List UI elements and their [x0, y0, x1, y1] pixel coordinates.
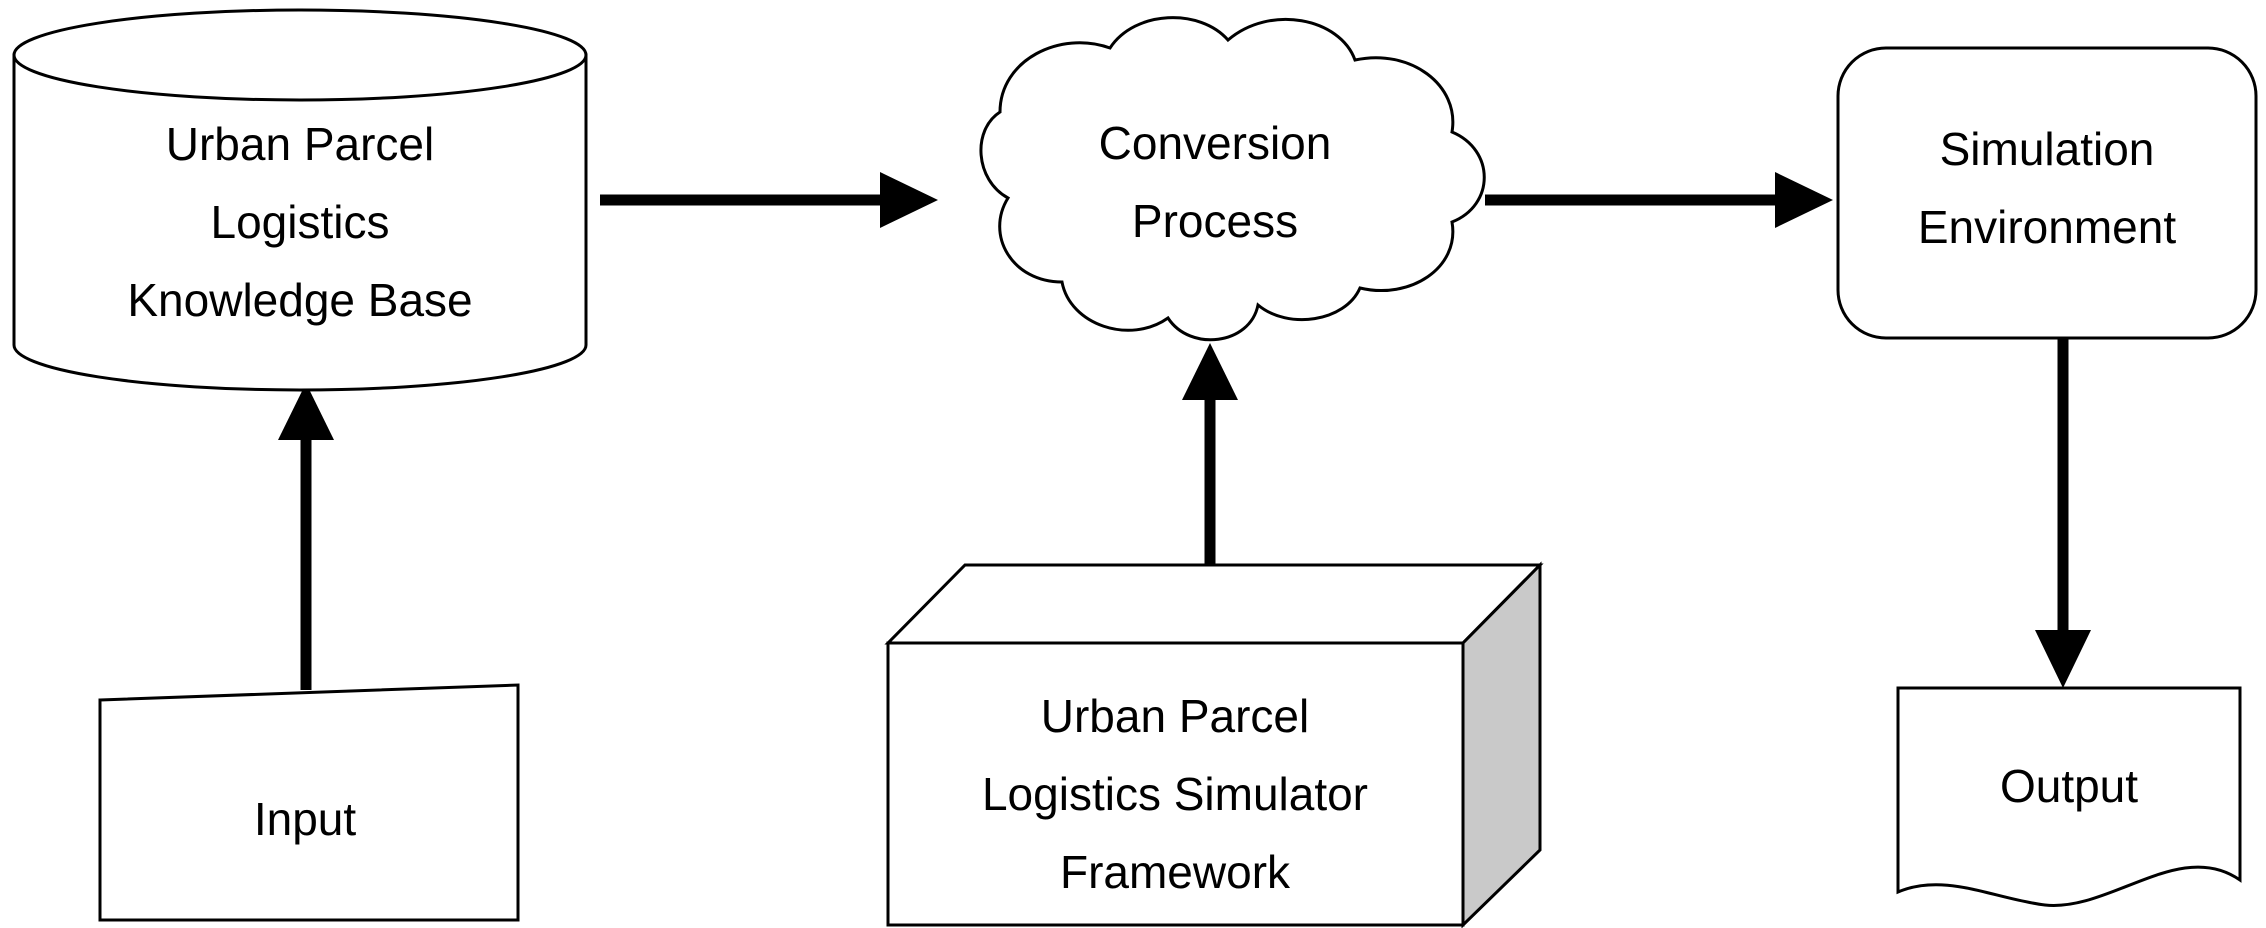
edge-input-to-kb — [278, 383, 334, 690]
node-label-simulation-environment-line2: Environment — [1918, 201, 2176, 253]
node-label-simulator-framework-line1: Urban Parcel — [1041, 690, 1309, 742]
node-conversion-process: Conversion Process — [979, 16, 1486, 342]
node-label-simulator-framework-line2: Logistics Simulator — [982, 768, 1368, 820]
node-label-knowledge-base-line1: Urban Parcel — [166, 118, 434, 170]
edge-conversion-to-simulation — [1485, 172, 1833, 228]
node-label-knowledge-base-line2: Logistics — [211, 196, 390, 248]
node-label-input: Input — [254, 793, 357, 845]
node-label-simulation-environment-line1: Simulation — [1940, 123, 2155, 175]
node-input: Input — [98, 683, 520, 922]
node-label-conversion-process-line2: Process — [1132, 195, 1298, 247]
edge-framework-to-conversion — [1182, 343, 1238, 572]
node-simulation-environment: Simulation Environment — [1836, 46, 2258, 340]
edge-kb-to-conversion — [600, 172, 938, 228]
edge-simulation-to-output — [2035, 338, 2091, 688]
node-simulator-framework: Urban Parcel Logistics Simulator Framewo… — [884, 561, 1544, 928]
node-label-conversion-process-line1: Conversion — [1099, 117, 1332, 169]
node-label-knowledge-base-line3: Knowledge Base — [127, 274, 472, 326]
node-knowledge-base: Urban Parcel Logistics Knowledge Base — [12, 8, 588, 392]
node-label-simulator-framework-line3: Framework — [1060, 846, 1291, 898]
node-output: Output — [1896, 686, 2242, 907]
node-label-output: Output — [2000, 760, 2138, 812]
